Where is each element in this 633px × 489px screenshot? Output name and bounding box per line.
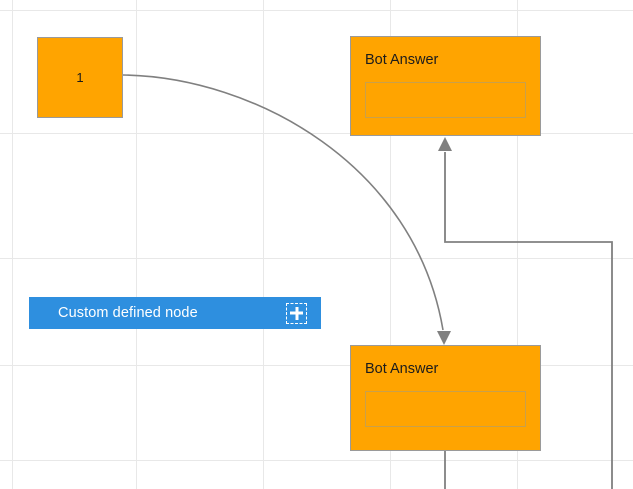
gridline-horizontal <box>0 10 633 11</box>
node-1-label: 1 <box>76 70 84 85</box>
custom-defined-node-label: Custom defined node <box>58 305 198 321</box>
gridline-vertical <box>263 0 264 489</box>
node-bot-answer-bottom-field[interactable] <box>365 390 526 427</box>
node-bot-answer-bottom[interactable]: Bot Answer <box>350 345 541 451</box>
node-1[interactable]: 1 <box>37 37 123 118</box>
node-bot-answer-top-field[interactable] <box>365 81 526 118</box>
gridline-horizontal <box>0 460 633 461</box>
plus-icon[interactable] <box>286 302 307 324</box>
edge-orthogonal-arrowhead-up <box>438 137 452 151</box>
gridline-vertical <box>12 0 13 489</box>
node-bot-answer-top-title: Bot Answer <box>365 52 439 68</box>
custom-defined-node-bar[interactable]: Custom defined node <box>29 297 321 329</box>
gridline-vertical <box>136 0 137 489</box>
gridline-horizontal <box>0 258 633 259</box>
edge-curve-arrowhead-down <box>437 331 451 345</box>
node-bot-answer-top[interactable]: Bot Answer <box>350 36 541 136</box>
node-bot-answer-bottom-title: Bot Answer <box>365 361 439 377</box>
